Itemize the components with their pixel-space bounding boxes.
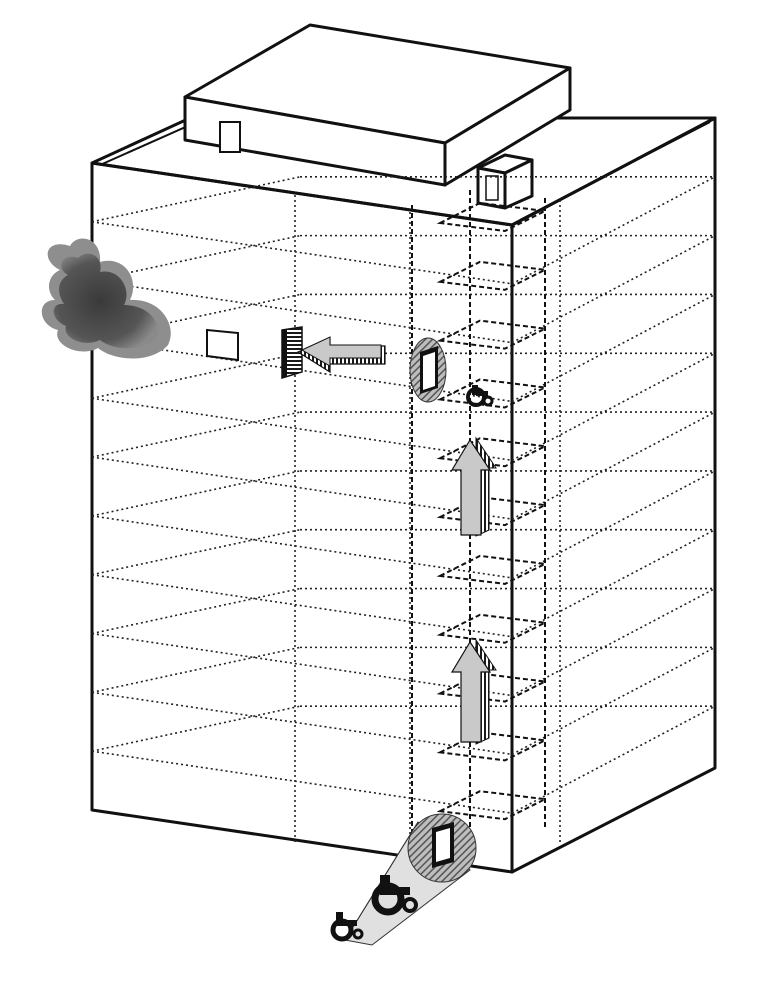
floor-line: [511, 293, 716, 403]
floor-line: [511, 352, 716, 461]
floor-lines: [91, 176, 716, 814]
stair-landing: [436, 672, 549, 703]
roof-parapet-line: [519, 121, 711, 221]
stair-landing: [436, 496, 549, 527]
floor-diagonal: [91, 411, 301, 458]
floor-diagonal: [91, 470, 301, 517]
stair-landing: [436, 319, 549, 350]
floor-line: [511, 411, 716, 520]
arrow-icon: [450, 638, 497, 745]
structural-gridlines: [294, 195, 561, 862]
floor-line: [511, 705, 716, 814]
floor-line: [91, 573, 513, 638]
floor-line: [511, 646, 716, 756]
stair-landing: [436, 554, 549, 585]
wheelchair-icon: [330, 912, 364, 942]
penthouse-door: [485, 175, 499, 201]
wheelchair-icon: [466, 385, 494, 407]
stair-landing: [436, 790, 549, 821]
floor-line: [91, 632, 513, 697]
floor-line: [511, 470, 716, 579]
floor-diagonal: [91, 528, 301, 576]
floor-line: [91, 750, 513, 814]
floor-diagonal: [91, 176, 301, 223]
wheelchair-icon: [371, 875, 418, 916]
smoke-cloud-icon: [41, 238, 171, 359]
arrow-icon: [296, 336, 386, 374]
floor-line: [511, 587, 716, 697]
door-icon: [409, 337, 447, 403]
floor-diagonal: [91, 587, 301, 635]
floor-line: [91, 691, 513, 756]
stair-landing: [436, 378, 549, 409]
stair-penthouse: [476, 153, 534, 210]
floor-line: [511, 234, 716, 344]
floor-line: [91, 456, 513, 520]
floor-line: [91, 515, 513, 579]
stair-landing: [436, 201, 549, 233]
floor-line: [91, 397, 513, 462]
floor-diagonal: [91, 352, 301, 400]
floor-line: [511, 176, 716, 285]
door-icon: [281, 326, 303, 380]
rooftop-structure: [183, 23, 572, 187]
floor-diagonal: [91, 646, 301, 694]
door-icon: [407, 813, 477, 883]
floor-line: [91, 221, 513, 285]
stair-landing: [436, 613, 549, 644]
arrow-icon: [450, 436, 497, 537]
stair-landing: [436, 731, 549, 762]
window-icon: [206, 328, 239, 362]
roof-door: [219, 121, 241, 153]
roof-parapet-line: [99, 124, 191, 166]
floor-line: [91, 279, 513, 344]
floor-line: [511, 529, 716, 638]
floor-diagonal: [91, 705, 301, 752]
stair-landing: [436, 260, 549, 291]
